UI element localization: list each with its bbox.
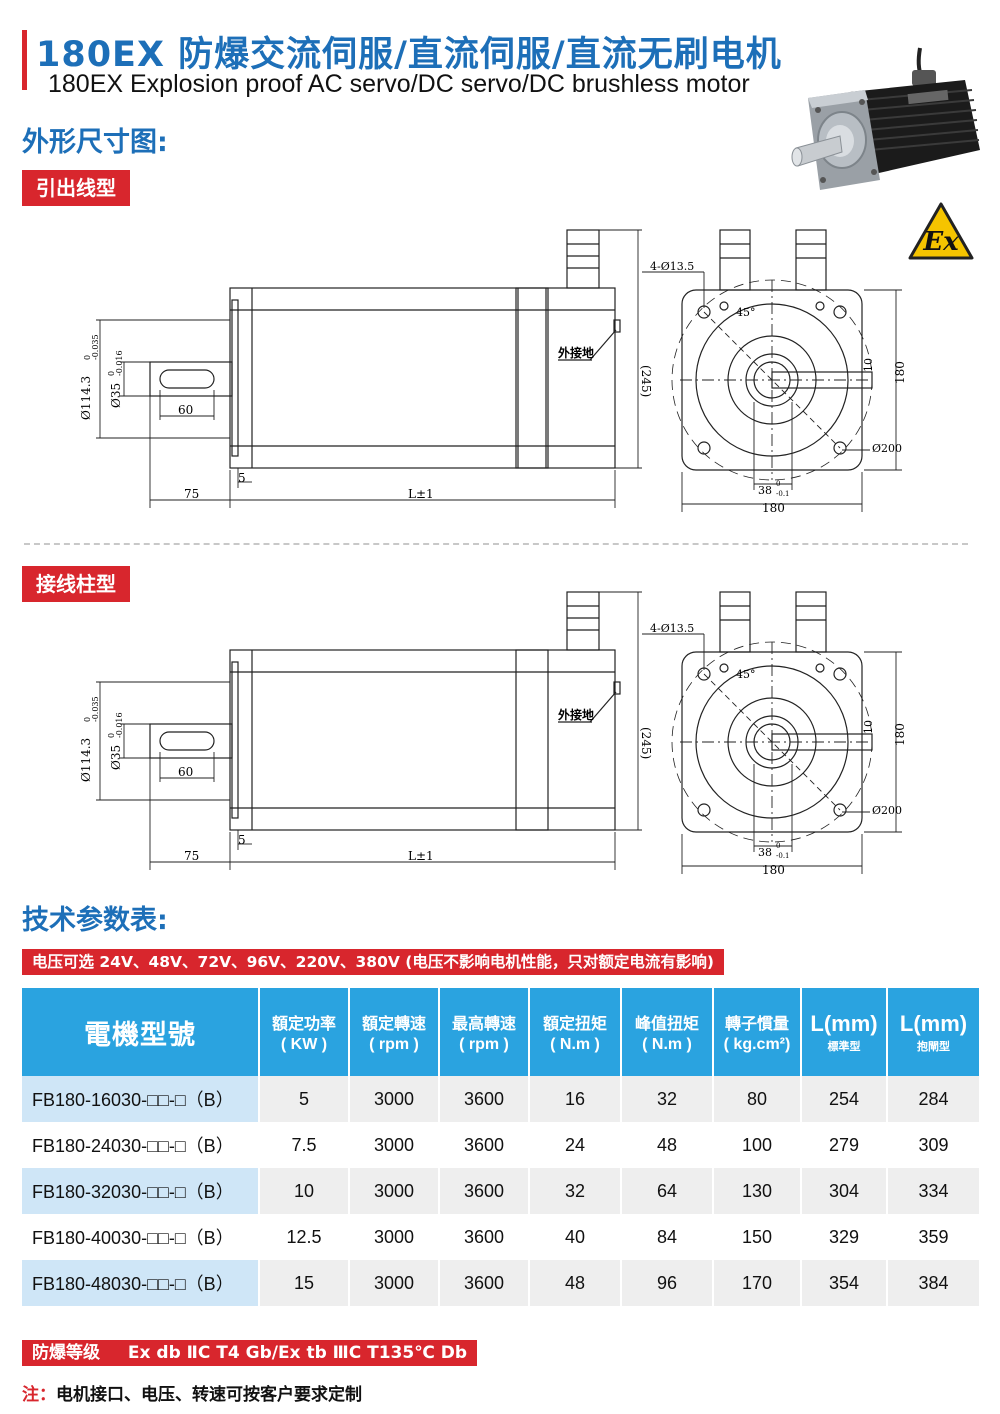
table-row: FB180-48030-□□-□（B） 15 3000 3600 48 96 1… (22, 1260, 979, 1306)
shaft-label: Ø35 (109, 383, 123, 408)
shaft-tol-bot: -0.016 (115, 350, 124, 376)
header-length-brake: L(mm)抱閘型 (887, 988, 979, 1076)
shaft-key-tol-top: 0 (776, 842, 780, 850)
spigot-label: Ø114.3 (80, 738, 93, 782)
bottom-180-label: 180 (762, 501, 785, 515)
header-rated-torque: 額定扭矩( N.m ) (529, 988, 622, 1076)
angle-label: 45° (736, 668, 756, 681)
spigot-tol-bot: -0.035 (91, 696, 100, 722)
section-divider (24, 543, 968, 545)
bottom-180-label: 180 (762, 863, 785, 877)
shaft-label: Ø35 (109, 745, 123, 770)
ground-label: 外接地 (558, 345, 594, 360)
page-subtitle: 180EX Explosion proof AC servo/DC servo/… (48, 70, 750, 98)
type1-tag: 引出线型 (22, 170, 130, 206)
table-row: FB180-16030-□□-□（B） 5 3000 3600 16 32 80… (22, 1076, 979, 1122)
shaft-key-tol-bot: -0.1 (776, 852, 790, 860)
body-length-label: L±1 (408, 487, 434, 501)
shaft-key-label: 38 (758, 846, 772, 859)
ground-label: 外接地 (558, 707, 594, 722)
header-peak-torque: 峰值扭矩( N.m ) (621, 988, 714, 1076)
motor-photo (791, 47, 980, 190)
flange-length-label: 75 (184, 487, 199, 501)
header-rotor-inertia: 轉子慣量( kg.cm²) (713, 988, 802, 1076)
shaft-tol-bot: -0.016 (115, 712, 124, 738)
angle-label: 45° (736, 306, 756, 319)
shaft-key-label: 38 (758, 484, 772, 497)
shaft-key-tol-bot: -0.1 (776, 490, 790, 498)
bolt-holes-label: 4-Ø13.5 (650, 260, 694, 273)
step-label: 5 (238, 471, 246, 485)
keyway-width-label: 10 (862, 358, 875, 372)
key-length-label: 60 (178, 765, 193, 779)
pcd-label: Ø200 (872, 442, 902, 455)
shaft-tol-top: 0 (107, 733, 116, 738)
side-180-label: 180 (893, 723, 907, 746)
footnote: 注：电机接口、电压、转速可按客户要求定制 (22, 1380, 362, 1405)
header-rated-power: 額定功率( KW ) (259, 988, 350, 1076)
spigot-label: Ø114.3 (80, 376, 93, 420)
spigot-tol-bot: -0.035 (91, 334, 100, 360)
drawing-section-heading: 外形尺寸图: (22, 127, 168, 158)
header-length-standard: L(mm)標準型 (801, 988, 888, 1076)
side-180-label: 180 (893, 361, 907, 384)
key-length-label: 60 (178, 403, 193, 417)
shaft-tol-top: 0 (107, 371, 116, 376)
spigot-tol-top: 0 (83, 355, 92, 360)
ex-rating-bar: 防爆等级 Ex db ⅡC T4 Gb/Ex tb ⅢC T135℃ Db (22, 1340, 477, 1366)
ex-rating-label: 防爆等级 (32, 1343, 100, 1363)
type2-tag: 接线柱型 (22, 566, 130, 602)
svg-text:Ex: Ex (922, 227, 959, 257)
spigot-tol-top: 0 (83, 717, 92, 722)
footnote-text: 电机接口、电压、转速可按客户要求定制 (56, 1385, 362, 1405)
page-title: 180EX 防爆交流伺服/直流伺服/直流无刷电机 (36, 35, 782, 75)
keyway-width-label: 10 (862, 720, 875, 734)
ex-certification-icon: Ex (908, 202, 974, 260)
dimension-drawing-1: Ø114.3 0 -0.035 Ø35 0 -0.016 60 75 L±1 5… (80, 229, 907, 515)
table-row: FB180-32030-□□-□（B） 10 3000 3600 32 64 1… (22, 1168, 979, 1214)
height-label: (245) (639, 365, 653, 397)
title-accent-bar (22, 30, 27, 90)
table-header-row: 電機型號 額定功率( KW ) 額定轉速( rpm ) 最高轉速( rpm ) … (22, 988, 979, 1076)
bolt-holes-label: 4-Ø13.5 (650, 622, 694, 635)
header-model: 電機型號 (22, 988, 260, 1076)
pcd-label: Ø200 (872, 804, 902, 817)
step-label: 5 (238, 833, 246, 847)
spec-table: 電機型號 額定功率( KW ) 額定轉速( rpm ) 最高轉速( rpm ) … (22, 988, 979, 1306)
height-label: (245) (639, 727, 653, 759)
header-rated-speed: 額定轉速( rpm ) (349, 988, 440, 1076)
dimension-drawing-2: Ø114.3 0 -0.035 Ø35 0 -0.016 60 75 L±1 5… (80, 591, 907, 877)
voltage-note: 电压可选 24V、48V、72V、96V、220V、380V (电压不影响电机性… (22, 949, 724, 975)
table-row: FB180-40030-□□-□（B） 12.5 3000 3600 40 84… (22, 1214, 979, 1260)
footnote-prefix: 注： (22, 1385, 56, 1405)
params-section-heading: 技术参数表: (22, 905, 168, 936)
table-row: FB180-24030-□□-□（B） 7.5 3000 3600 24 48 … (22, 1122, 979, 1168)
ex-rating-value: Ex db ⅡC T4 Gb/Ex tb ⅢC T135℃ Db (127, 1343, 467, 1363)
shaft-key-tol-top: 0 (776, 480, 780, 488)
flange-length-label: 75 (184, 849, 199, 863)
body-length-label: L±1 (408, 849, 434, 863)
header-max-speed: 最高轉速( rpm ) (439, 988, 530, 1076)
